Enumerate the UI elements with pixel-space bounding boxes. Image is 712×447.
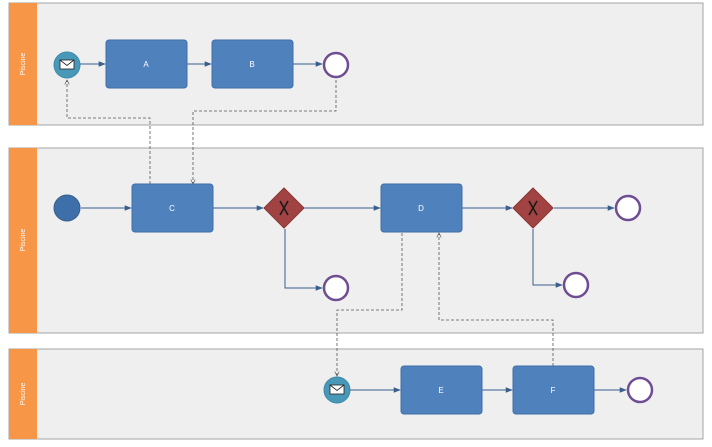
message-flow-f-to-d[interactable]: [439, 233, 554, 366]
task-c[interactable]: C: [131, 183, 214, 233]
gateway-1[interactable]: [263, 187, 305, 229]
task-c-label: C: [169, 204, 175, 213]
pool-2-header: [9, 148, 37, 333]
message-start-event-2[interactable]: [323, 376, 351, 404]
message-start-event-1[interactable]: [53, 51, 81, 79]
message-flows: [67, 80, 554, 376]
envelope-icon: [329, 384, 345, 395]
pool-1-label: Piscine: [20, 53, 27, 76]
task-f-label: F: [551, 386, 556, 395]
message-flow-c-to-msgstart[interactable]: [67, 80, 151, 184]
task-b[interactable]: B: [211, 39, 294, 89]
task-d[interactable]: D: [380, 183, 463, 233]
end-event-2[interactable]: [322, 274, 350, 302]
gateway-2[interactable]: [512, 187, 554, 229]
end-event-5[interactable]: [626, 376, 654, 404]
task-a-label: A: [143, 60, 149, 69]
pool-3[interactable]: Piscine: [8, 348, 704, 440]
message-flow-end1-to-c[interactable]: [193, 80, 337, 184]
start-event[interactable]: [53, 194, 81, 222]
flow-gateway1-end2[interactable]: [284, 229, 323, 291]
flow-gateway2-end4[interactable]: [532, 229, 563, 288]
task-e-label: E: [438, 386, 443, 395]
end-event-4[interactable]: [562, 271, 590, 299]
task-f[interactable]: F: [512, 365, 595, 415]
sequence-flows: [80, 61, 627, 393]
task-b-label: B: [249, 60, 254, 69]
pool-3-label: Piscine: [20, 383, 27, 406]
exclusive-x-icon: [279, 200, 289, 216]
task-d-label: D: [418, 204, 424, 213]
task-a[interactable]: A: [105, 39, 188, 89]
end-event-1[interactable]: [322, 51, 350, 79]
exclusive-x-icon: [528, 200, 538, 216]
pool-3-header: [9, 349, 37, 439]
pool-2[interactable]: Piscine: [8, 147, 704, 334]
message-flow-d-to-msgstart2[interactable]: [337, 233, 403, 376]
pool-2-label: Piscine: [20, 229, 27, 252]
end-event-3[interactable]: [614, 194, 642, 222]
task-e[interactable]: E: [400, 365, 483, 415]
envelope-icon: [59, 59, 75, 70]
pool-1-header: [9, 3, 37, 125]
